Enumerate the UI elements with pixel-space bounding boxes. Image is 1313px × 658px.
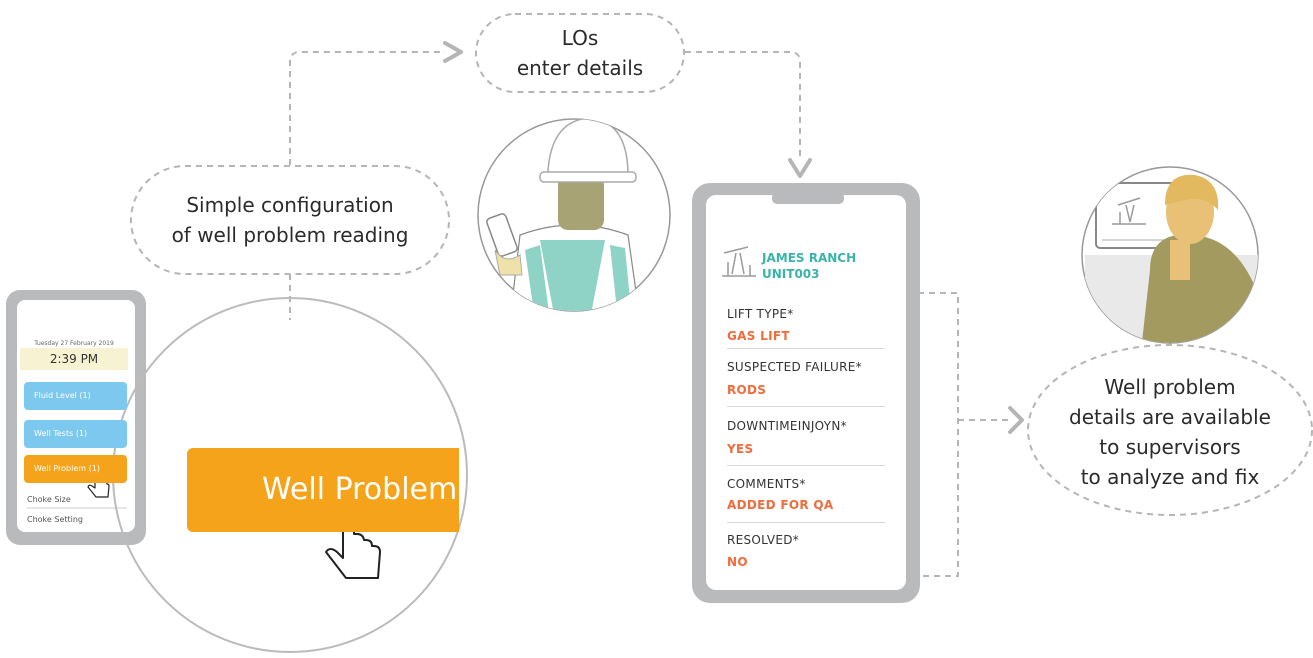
arrow-icon: [788, 158, 812, 178]
small-phone: [6, 290, 146, 545]
pumpjack-icon: [722, 246, 756, 277]
lift-type-label: LIFT TYPE*: [727, 307, 794, 321]
supervisors-bubble: [1027, 344, 1313, 516]
fluid-level-button[interactable]: Fluid Level (1): [24, 382, 127, 410]
bubble-line: to analyze and fix: [1080, 465, 1260, 489]
big-phone: [692, 183, 920, 603]
bubble-line: of well problem reading: [171, 223, 409, 247]
bubble-line: details are available: [1069, 405, 1271, 429]
bubble-line: to supervisors: [1099, 435, 1241, 459]
comments-value[interactable]: ADDED FOR QA: [727, 498, 834, 512]
resolved-label: RESOLVED*: [727, 533, 800, 547]
lift-type-value[interactable]: GAS LIFT: [727, 329, 790, 343]
well-problem-zoom-button[interactable]: Well Problem: [187, 448, 459, 532]
field-divider: [727, 522, 885, 523]
downtime-label: DOWNTIMEINJOYN*: [727, 419, 847, 433]
supervisor-illustration: [1081, 166, 1259, 344]
config-bubble: [130, 165, 450, 275]
suspected-failure-label: SUSPECTED FAILURE*: [727, 360, 862, 374]
bubble-line: enter details: [516, 56, 644, 80]
arrow-icon: [443, 41, 463, 63]
bubble-line: LOs: [561, 26, 599, 50]
supervisors-bubble-text: Well problem details are available to su…: [1030, 372, 1310, 492]
suspected-failure-value[interactable]: RODS: [727, 383, 767, 397]
pumpjack-icon: [1112, 197, 1146, 225]
choke-size-row[interactable]: Choke Size: [27, 495, 71, 504]
comments-label: COMMENTS*: [727, 477, 806, 491]
well-title-line1: JAMES RANCH: [762, 251, 857, 265]
config-bubble-text: Simple configuration of well problem rea…: [131, 190, 449, 250]
los-bubble: [475, 13, 685, 93]
well-title-line2: UNIT003: [762, 267, 820, 281]
resolved-value[interactable]: NO: [727, 555, 748, 569]
downtime-value[interactable]: YES: [727, 442, 754, 456]
field-divider: [727, 406, 885, 407]
small-phone-time: 2:39 PM: [20, 348, 128, 370]
small-phone-date: Tuesday 27 February 2019: [34, 340, 114, 347]
los-bubble-text: LOs enter details: [476, 23, 684, 83]
connector-los-to-form: [685, 51, 801, 160]
well-tests-button[interactable]: Well Tests (1): [24, 420, 127, 448]
well-problem-button[interactable]: Well Problem (1): [24, 455, 127, 483]
connectors: [289, 51, 1171, 577]
worker-illustration: [477, 118, 671, 312]
field-divider: [727, 348, 885, 349]
connector-form-to-supervisors: [918, 292, 1008, 577]
bubble-line: Simple configuration: [186, 193, 394, 217]
bubble-line: Well problem: [1104, 375, 1236, 399]
field-divider: [727, 465, 885, 466]
arrow-icon: [1008, 406, 1024, 434]
choke-setting-row[interactable]: Choke Setting: [27, 515, 84, 524]
connector-config-to-los: [289, 51, 445, 165]
